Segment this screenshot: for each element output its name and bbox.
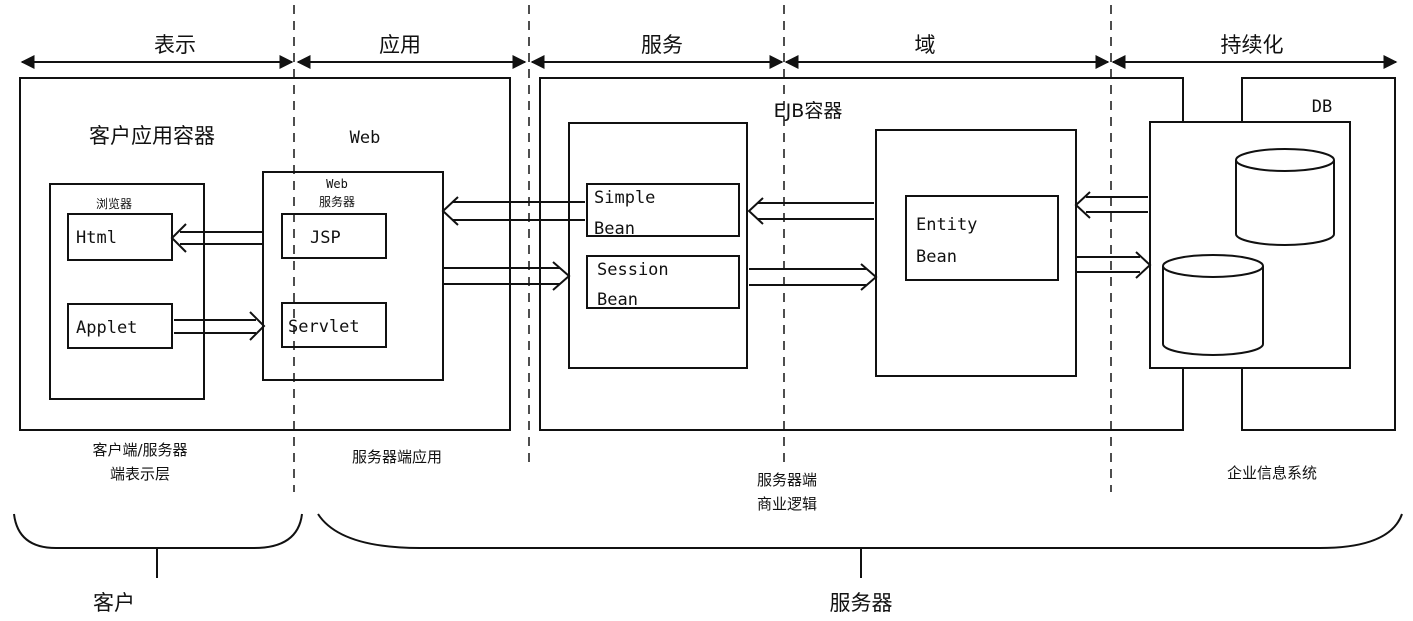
tier-header: 表示 应用 服务 域 持续化 — [20, 33, 1398, 69]
bottom-label-client: 客户 — [93, 591, 135, 615]
entity-bean-box — [905, 195, 1059, 281]
arrow-db-to-entity — [1074, 191, 1148, 219]
db-caption: 企业信息系统 — [1227, 464, 1317, 482]
session-bean-label-line2: Bean — [597, 290, 638, 310]
arrow-web-to-session — [443, 261, 571, 291]
simple-bean-label-line2: Bean — [594, 219, 635, 239]
session-bean-label-line1: Session — [597, 260, 669, 280]
client-container: 客户应用容器 浏览器 Html Applet Web 服务器 JSP Servl… — [19, 77, 511, 431]
captions: 客户端/服务器 端表示层 服务器端应用 服务器端 商业逻辑 企业信息系统 — [92, 441, 1317, 513]
arrow-jsp-to-html — [170, 223, 262, 253]
database-cylinder-icon — [1235, 148, 1335, 246]
ejb-container-title: EJB容器 — [774, 100, 843, 122]
servlet-box — [281, 302, 387, 348]
db-title: DB — [1312, 97, 1332, 117]
entity-bean-label-line1: Entity — [916, 215, 977, 235]
ejb-outer-box — [539, 77, 1184, 431]
tier-label-presentation: 表示 — [154, 33, 196, 57]
client-container-title: 客户应用容器 — [89, 124, 215, 148]
browser-box — [49, 183, 205, 400]
html-label: Html — [76, 228, 117, 248]
ejb-caption-line2: 商业逻辑 — [757, 495, 817, 513]
client-outer-box — [19, 77, 511, 431]
tier-label-service: 服务 — [641, 33, 683, 57]
simple-bean-label-line1: Simple — [594, 188, 655, 208]
session-bean-box — [586, 255, 740, 309]
arrow-entity-to-simple — [747, 197, 874, 225]
browser-label: 浏览器 — [96, 196, 132, 211]
db-inner-box — [1149, 121, 1351, 369]
bottom-label-server: 服务器 — [830, 591, 893, 615]
database-cylinder-icon — [1162, 254, 1264, 356]
web-caption: 服务器端应用 — [352, 448, 442, 466]
service-bean-box — [568, 122, 748, 369]
db-container: DB — [1149, 77, 1396, 431]
client-caption-line2: 端表示层 — [110, 465, 170, 483]
domain-bean-box — [875, 129, 1077, 377]
web-server-label-line1: Web — [326, 177, 348, 191]
arrow-entity-to-db — [1076, 251, 1152, 279]
web-container-title: Web — [350, 128, 381, 148]
ejb-caption-line1: 服务器端 — [757, 471, 817, 489]
client-brace — [13, 513, 303, 549]
client-caption-line1: 客户端/服务器 — [92, 441, 187, 459]
jsp-box — [281, 213, 387, 259]
arrow-applet-to-servlet — [174, 311, 266, 341]
entity-bean-label-line2: Bean — [916, 247, 957, 267]
ejb-container: EJB容器 Simple Bean Session Bean Entity Be… — [539, 77, 1184, 431]
jsp-label: JSP — [310, 228, 341, 248]
arrow-simple-to-web — [441, 196, 585, 226]
tier-separators — [293, 5, 1112, 492]
web-server-label-line2: 服务器 — [319, 194, 355, 209]
servlet-label: Servlet — [288, 317, 360, 337]
arrow-session-to-entity — [749, 263, 878, 291]
tier-label-persistence: 持续化 — [1221, 33, 1284, 57]
tier-label-domain: 域 — [915, 33, 936, 57]
simple-bean-box — [586, 183, 740, 237]
bottom-braces: 客户 服务器 — [13, 513, 1403, 615]
applet-box — [67, 303, 173, 349]
web-server-box — [262, 171, 444, 381]
applet-label: Applet — [76, 318, 137, 338]
tier-label-application: 应用 — [379, 33, 421, 57]
server-brace — [317, 513, 1403, 549]
